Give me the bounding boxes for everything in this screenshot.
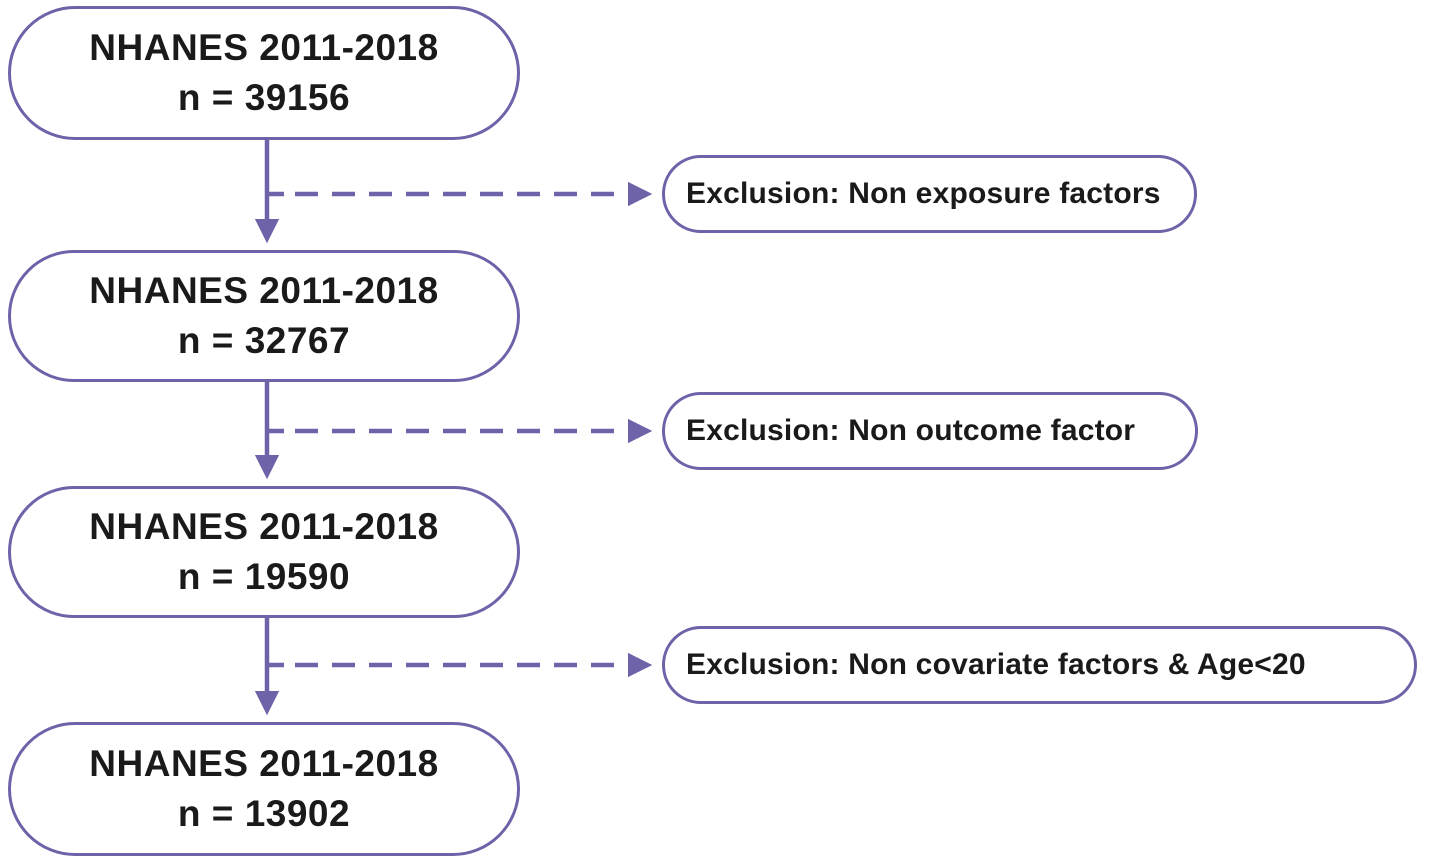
node-count: n = 39156 — [177, 77, 351, 118]
node-title: NHANES 2011-2018 — [89, 27, 439, 68]
exclusion-node-1: Exclusion: Non exposure factors — [662, 155, 1197, 233]
node-title: NHANES 2011-2018 — [89, 270, 439, 311]
flow-node-stage-3: NHANES 2011-2018 n = 19590 — [8, 486, 520, 618]
node-count: n = 32767 — [177, 320, 351, 361]
flow-node-stage-1: NHANES 2011-2018 n = 39156 — [8, 6, 520, 140]
exclusion-node-2: Exclusion: Non outcome factor — [662, 392, 1198, 470]
exclusion-label: Exclusion: Non exposure factors — [686, 177, 1161, 210]
exclusion-node-3: Exclusion: Non covariate factors & Age<2… — [662, 626, 1417, 704]
node-title: NHANES 2011-2018 — [89, 506, 439, 547]
node-count: n = 19590 — [177, 556, 351, 597]
node-title: NHANES 2011-2018 — [89, 743, 439, 784]
node-count: n = 13902 — [177, 793, 351, 834]
flow-node-stage-2: NHANES 2011-2018 n = 32767 — [8, 250, 520, 382]
flow-node-stage-4: NHANES 2011-2018 n = 13902 — [8, 722, 520, 856]
exclusion-label: Exclusion: Non covariate factors & Age<2… — [686, 648, 1306, 681]
exclusion-label: Exclusion: Non outcome factor — [686, 414, 1136, 447]
